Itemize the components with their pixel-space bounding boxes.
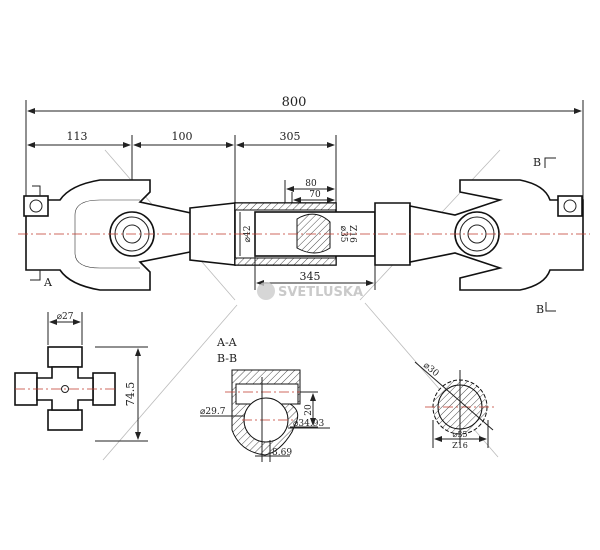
dim-teeth: Z16 <box>452 441 468 450</box>
section-b-marker-bottom: B <box>536 303 544 316</box>
dim-100: 100 <box>172 130 193 143</box>
dim-outer-diameter: ⌀34.93 <box>293 419 324 429</box>
watermark-logo: SVETLUSKA <box>257 282 363 300</box>
section-title-a: A-A <box>216 336 238 349</box>
dim-800: 800 <box>282 95 307 110</box>
dimension-segments: 113 100 305 80 70 <box>27 130 337 290</box>
left-yoke <box>23 179 201 291</box>
dim-inner-diameter: ⌀29.7 <box>200 407 226 417</box>
dim-key-width: 8.69 <box>272 448 292 458</box>
section-b-marker-top: B <box>533 156 541 169</box>
section-markers: A B B <box>30 156 556 316</box>
dim-80: 80 <box>305 179 317 189</box>
cross-view: ⌀27 74.5 <box>14 312 148 442</box>
section-a-marker: A <box>43 276 53 289</box>
dim-minor-diameter: ⌀30 <box>421 361 441 380</box>
dim-span: 74.5 <box>124 382 137 407</box>
dim-113: 113 <box>67 130 88 143</box>
inner-shaft: 345 ⌀42 ⌀35 Z16 <box>239 211 376 290</box>
dim-offset: 20 <box>304 404 314 416</box>
dim-70: 70 <box>309 190 321 200</box>
spline-view: ⌀30 ⌀35 Z16 <box>414 361 497 450</box>
section-title-b: B-B <box>217 352 237 365</box>
section-view: A-A B-B 20 ⌀29.7 ⌀34.93 8.69 <box>200 336 330 462</box>
right-yoke <box>374 179 584 291</box>
dimension-overall: 800 <box>25 95 584 210</box>
dim-cap-diameter: ⌀27 <box>57 312 74 322</box>
dim-345: 345 <box>300 270 321 283</box>
dim-305: 305 <box>280 130 301 143</box>
watermark-text: SVETLUSKA <box>278 285 363 300</box>
dim-major-diameter: ⌀35 <box>453 430 468 439</box>
